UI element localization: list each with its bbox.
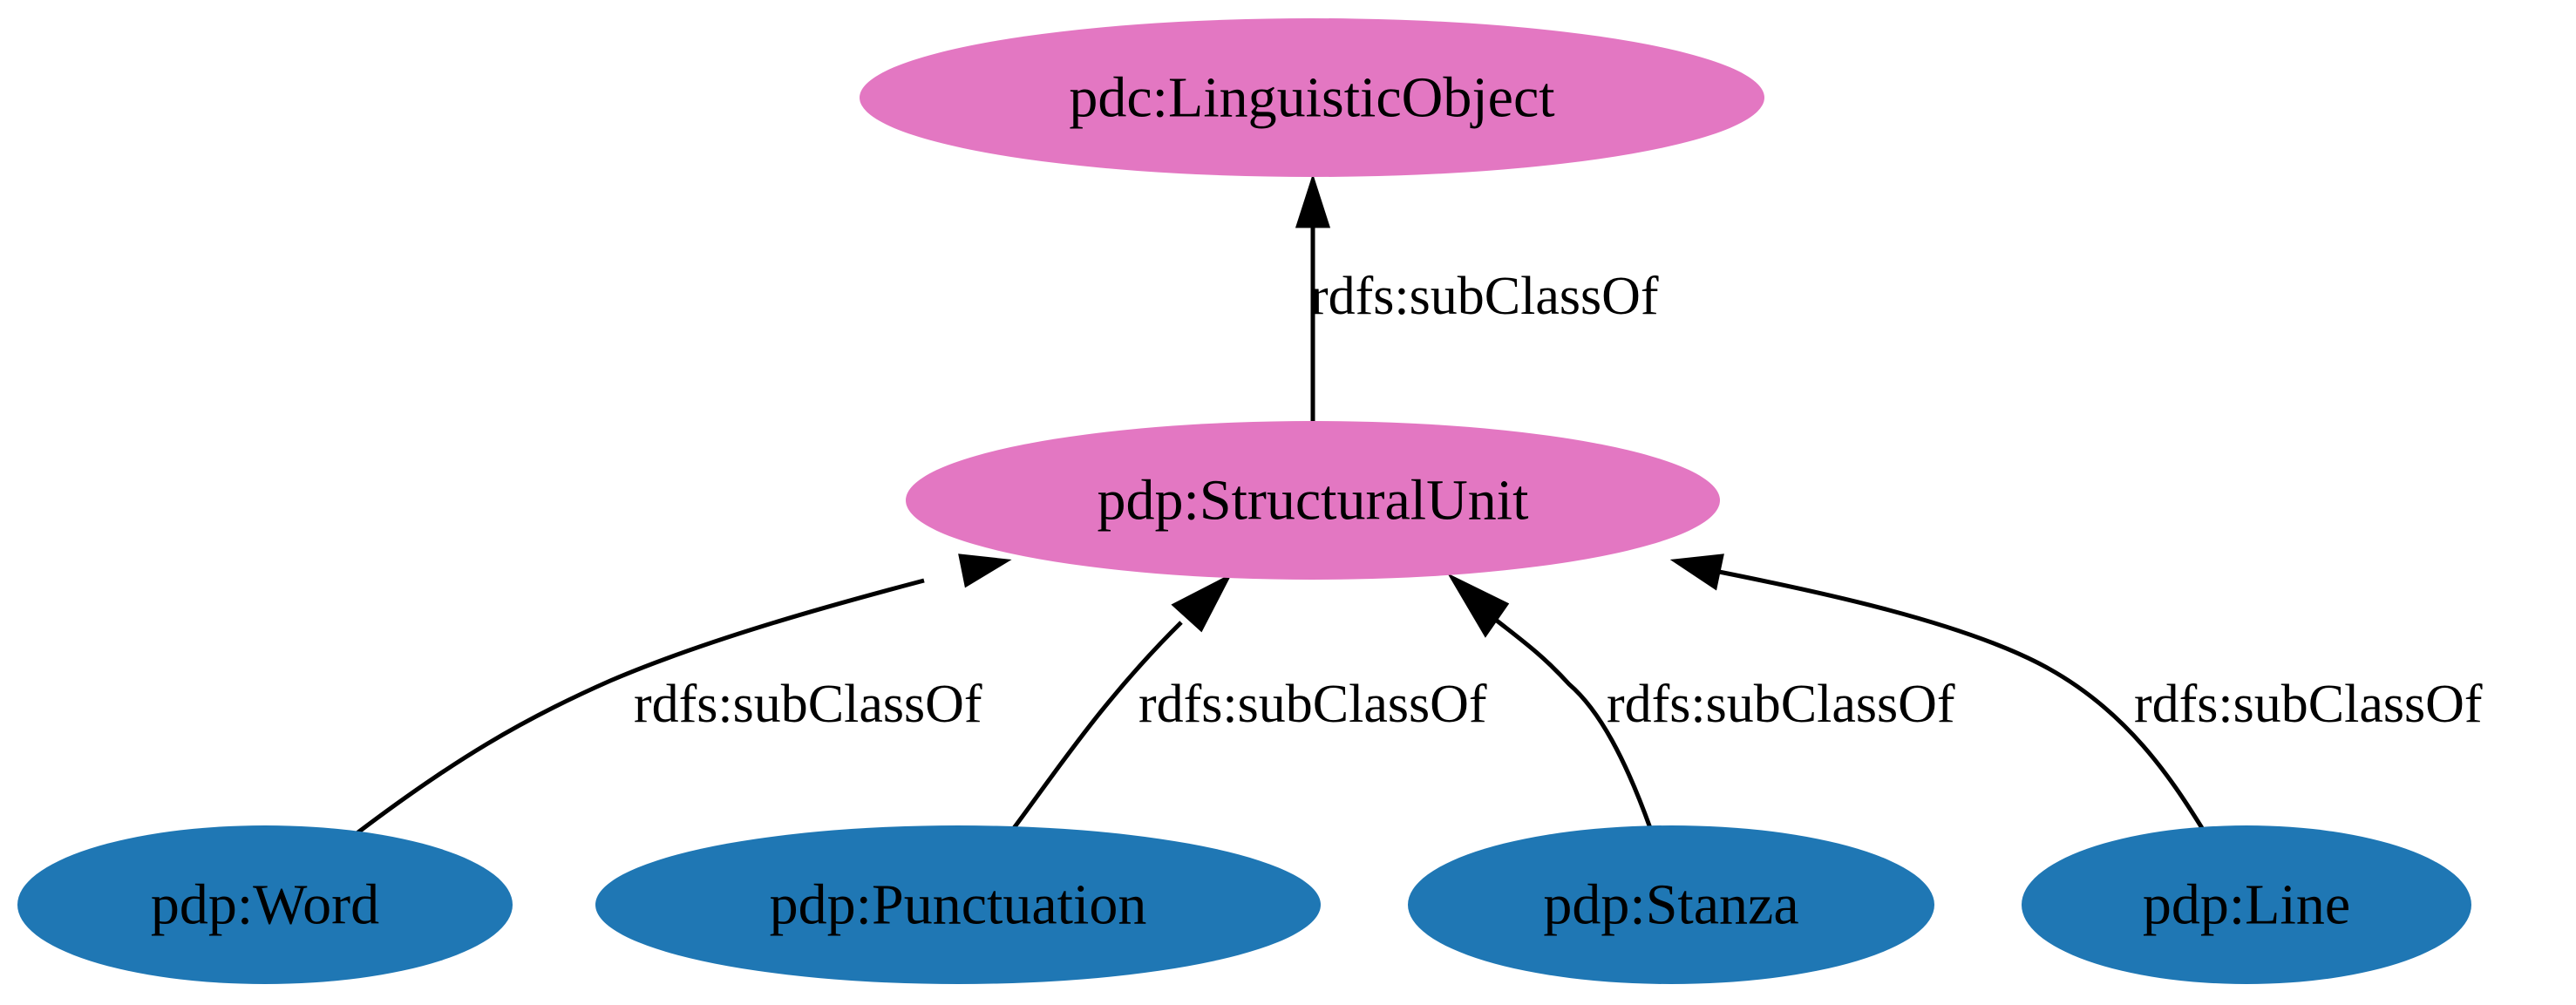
edge-label: rdfs:subClassOf: [1310, 267, 1659, 326]
edge-line: [1011, 621, 1183, 830]
edge-label: rdfs:subClassOf: [1138, 675, 1487, 734]
node-shape: [906, 421, 1720, 580]
arrowhead-icon: [958, 553, 1012, 588]
arrowhead-icon: [1171, 573, 1233, 633]
edge-label: rdfs:subClassOf: [1607, 675, 1955, 734]
edge-stanza-to-structuralunit: rdfs:subClassOf: [1447, 573, 1955, 829]
edge-word-to-structuralunit: rdfs:subClassOf: [354, 553, 1012, 836]
node-label: pdp:Line: [2143, 873, 2350, 937]
node-shape: [595, 825, 1321, 984]
edge-structuralunit-to-linguisticobject: rdfs:subClassOf: [1295, 173, 1659, 422]
arrowhead-icon: [1295, 173, 1331, 228]
node-punctuation[interactable]: pdp:Punctuation: [595, 825, 1321, 984]
edge-label: rdfs:subClassOf: [2134, 675, 2483, 734]
node-label: pdp:Stanza: [1543, 873, 1798, 937]
node-word[interactable]: pdp:Word: [17, 825, 513, 984]
node-label: pdp:Punctuation: [770, 873, 1147, 937]
node-structural-unit[interactable]: pdp:StructuralUnit: [906, 421, 1720, 580]
node-shape: [17, 825, 513, 984]
node-label: pdc:LinguisticObject: [1069, 66, 1554, 130]
node-linguistic-object[interactable]: pdc:LinguisticObject: [860, 18, 1764, 177]
node-line[interactable]: pdp:Line: [2022, 825, 2471, 984]
edge-label: rdfs:subClassOf: [634, 675, 982, 734]
node-shape: [860, 18, 1764, 177]
arrowhead-icon: [1669, 553, 1724, 591]
edge-line-to-structuralunit: rdfs:subClassOf: [1669, 553, 2483, 830]
node-label: pdp:StructuralUnit: [1098, 469, 1529, 533]
node-label: pdp:Word: [151, 873, 379, 937]
arrowhead-icon: [1447, 573, 1510, 638]
edge-punctuation-to-structuralunit: rdfs:subClassOf: [1011, 573, 1487, 830]
edge-line: [1718, 569, 2205, 830]
node-shape: [2022, 825, 2471, 984]
node-stanza[interactable]: pdp:Stanza: [1408, 825, 1934, 984]
edge-line: [354, 578, 925, 836]
edge-line: [1495, 619, 1653, 829]
node-shape: [1408, 825, 1934, 984]
